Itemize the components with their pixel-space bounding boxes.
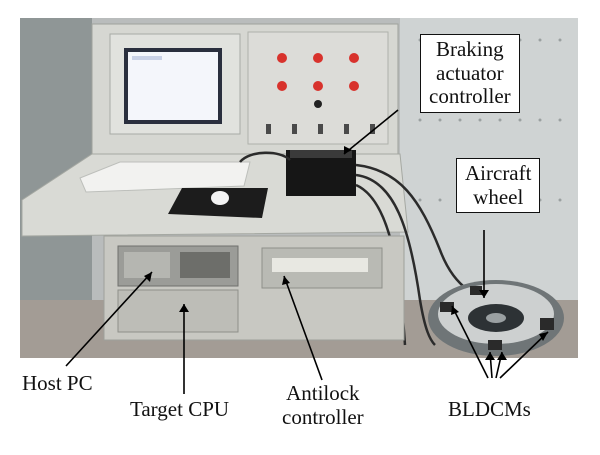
leader-lines	[65, 109, 549, 394]
target-cpu-unit	[117, 289, 239, 333]
indicator-lights	[277, 53, 359, 108]
label-target-cpu: Target CPU	[130, 397, 230, 421]
mouse	[211, 191, 229, 205]
label-aircraft-wheel: Aircraft wheel	[456, 158, 541, 214]
label-host-pc: Host PC	[22, 371, 93, 395]
label-antilock-controller: Antilock controller	[282, 381, 364, 429]
switch-row	[266, 124, 375, 134]
arrowheads	[144, 146, 548, 360]
label-braking-actuator-controller: Braking actuator controller	[420, 34, 520, 113]
label-bldcms: BLDCMs	[448, 397, 531, 421]
monitor-screen	[128, 52, 218, 120]
bldcm-motors	[440, 286, 554, 350]
keyboard	[79, 161, 251, 193]
